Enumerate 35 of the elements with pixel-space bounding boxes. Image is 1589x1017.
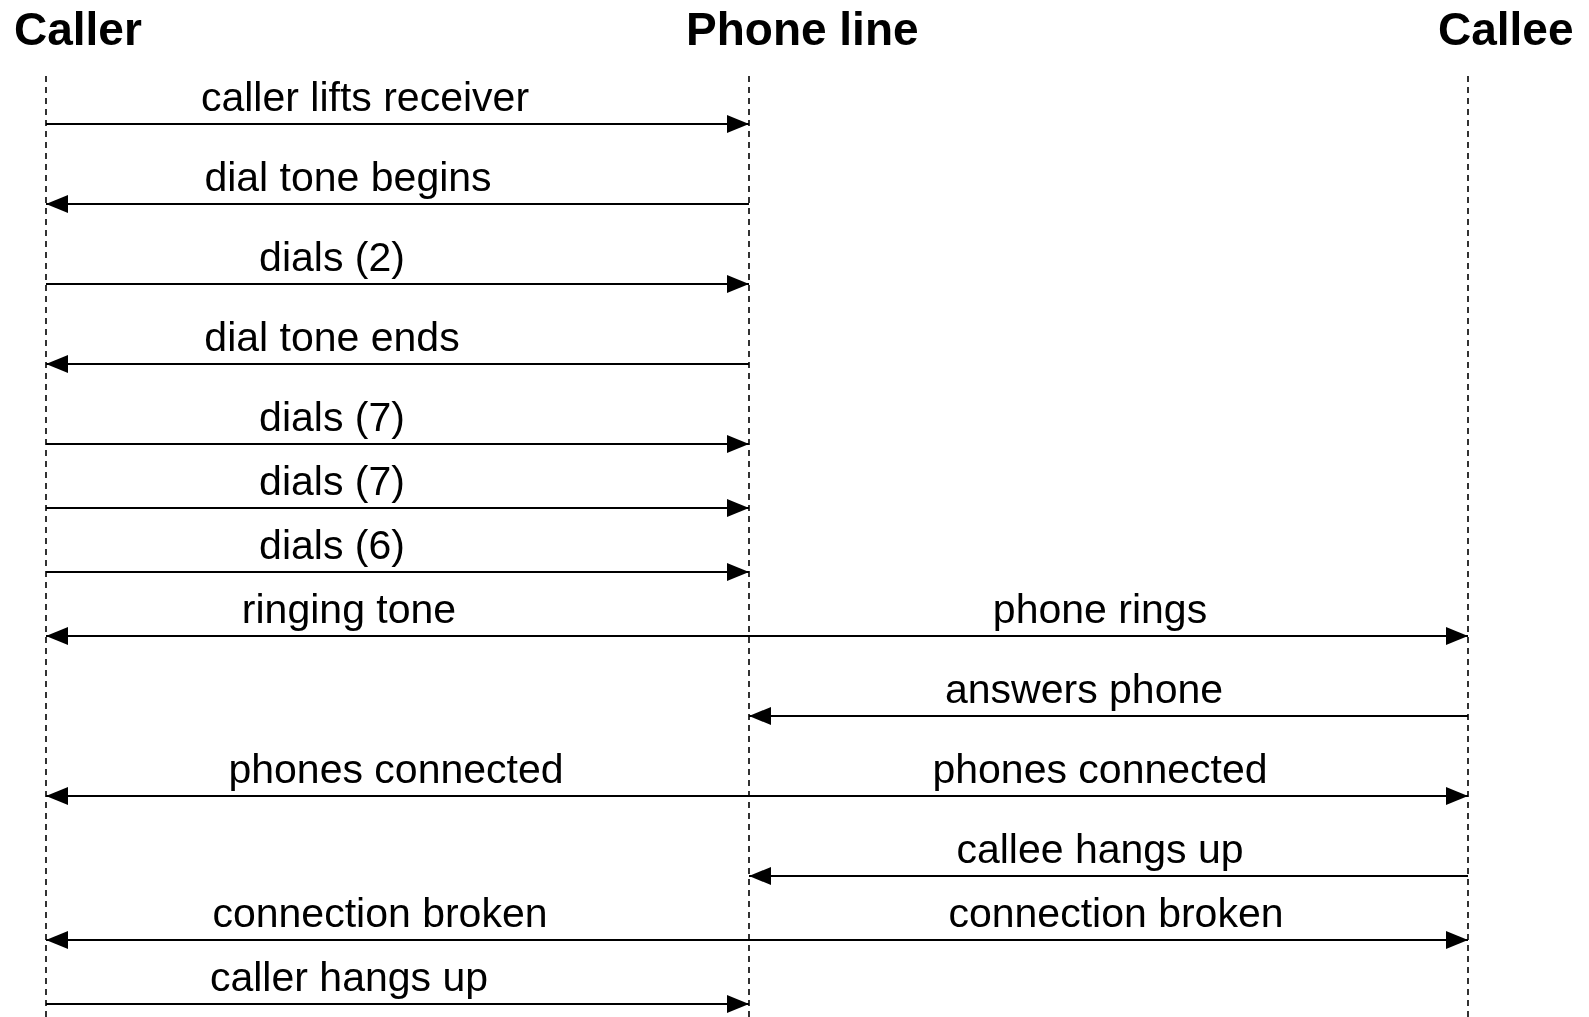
message-arrow [45,931,750,949]
message-arrow [748,707,1469,725]
message-arrow [45,355,750,373]
message-arrow [45,275,750,293]
participant-label: Phone line [686,4,919,54]
edge-label: connection broken [212,890,548,936]
edge-label: phones connected [932,746,1268,792]
edge-label: dials (2) [259,234,405,280]
message-arrow [45,563,750,581]
message-arrow [45,115,750,133]
message-arrow [748,867,1469,885]
edge-label: phones connected [228,746,564,792]
edge-label: callee hangs up [956,826,1244,872]
message-arrow [748,627,1469,645]
message-arrow [45,787,750,805]
edge-label: dials (7) [259,458,405,504]
message-arrow [45,995,750,1013]
edge-label: dial tone begins [204,154,492,200]
edge-label: connection broken [948,890,1284,936]
message-arrow [748,931,1469,949]
message-arrow [748,787,1469,805]
edge-label: dial tone ends [204,314,460,360]
edge-label: ringing tone [241,586,457,632]
edge-label: caller hangs up [209,954,489,1000]
message-arrow [45,435,750,453]
participant-label: Callee [1438,4,1574,54]
message-arrow [45,195,750,213]
message-arrow [45,627,750,645]
edge-label: phone rings [992,586,1208,632]
participant-label: Caller [14,4,142,54]
edge-label: dials (7) [259,394,405,440]
edge-label: caller lifts receiver [200,74,530,120]
edge-label: answers phone [944,666,1224,712]
message-arrow [45,499,750,517]
edge-label: dials (6) [259,522,405,568]
